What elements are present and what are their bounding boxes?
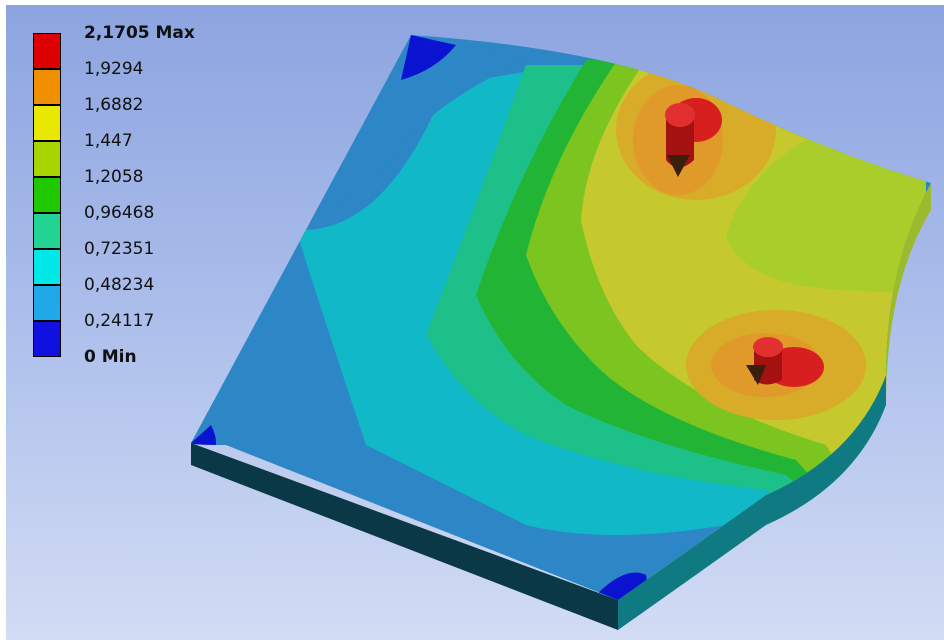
legend-color-swatch [33,285,61,321]
legend-value-label: 0,24117 [84,311,155,331]
legend-color-swatch [33,33,61,69]
legend-color-swatch [33,213,61,249]
legend-value-label: 0,48234 [84,275,155,295]
band-0-upper-left-region [306,35,526,225]
legend-value-label: 1,2058 [84,167,144,187]
plate-side-face-front [191,443,618,630]
legend-value-label: 0,96468 [84,203,155,223]
legend-value-label: 2,1705 Max [84,23,195,43]
plate-side-face-right [618,375,886,630]
legend-value-label: 1,6882 [84,95,144,115]
legend-color-swatch [33,177,61,213]
deformed-plate-model[interactable] [6,5,944,640]
band-1-447-inner [726,140,926,292]
legend-color-swatch [33,321,61,357]
max-displacement-post-lower [746,337,824,387]
legend-color-swatch [33,69,61,105]
legend-color-swatch [33,105,61,141]
corner-min-top [401,35,456,80]
legend-value-label: 1,9294 [84,59,144,79]
plate-side-face-back [886,183,931,405]
legend-value-label: 0,72351 [84,239,155,259]
legend-color-swatch [33,249,61,285]
legend-value-label: 0 Min [84,347,137,367]
legend-value-label: 1,447 [84,131,133,151]
legend-color-swatch [33,141,61,177]
max-displacement-post-upper [665,98,722,177]
contour-legend: 2,1705 Max 1,9294 1,6882 1,447 1,2058 0,96468… [28,24,248,393]
